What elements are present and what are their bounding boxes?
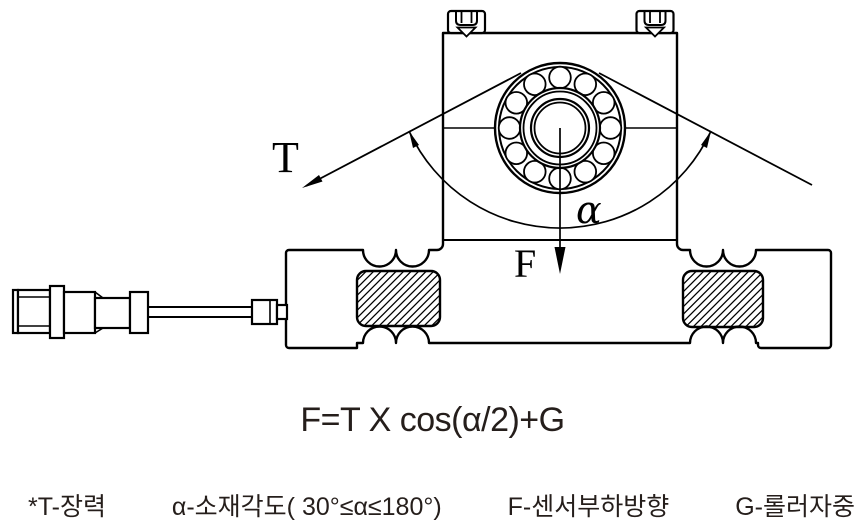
force-arrow xyxy=(554,128,566,274)
cable xyxy=(148,306,252,318)
strain-pocket-left xyxy=(355,269,442,328)
tension-line-right xyxy=(598,72,813,186)
legend-item-tension: *T-장력 xyxy=(28,493,106,521)
load-cell-line-drawing xyxy=(11,9,833,350)
bearing-balls xyxy=(497,65,623,191)
strain-pocket-right xyxy=(681,269,765,329)
tension-label: T xyxy=(272,133,299,182)
angle-label: α xyxy=(576,188,602,232)
legend-item-angle: α-소재각도( 30°≤α≤180°) xyxy=(171,493,442,521)
legend-item-roller-weight: G-롤러자중 xyxy=(735,493,855,521)
legend-row: *T-장력 α-소재각도( 30°≤α≤180°) F-센서부하방향 G-롤러자… xyxy=(28,487,855,523)
legend-item-load-direction: F-센서부하방향 xyxy=(507,493,670,521)
connector-plug xyxy=(11,284,289,340)
force-formula: F=T X cos(α/2)+G xyxy=(300,401,565,439)
force-label: F xyxy=(514,241,537,286)
bolt-right xyxy=(635,9,675,38)
bolt-left xyxy=(446,9,487,38)
tension-arrow xyxy=(302,72,522,188)
